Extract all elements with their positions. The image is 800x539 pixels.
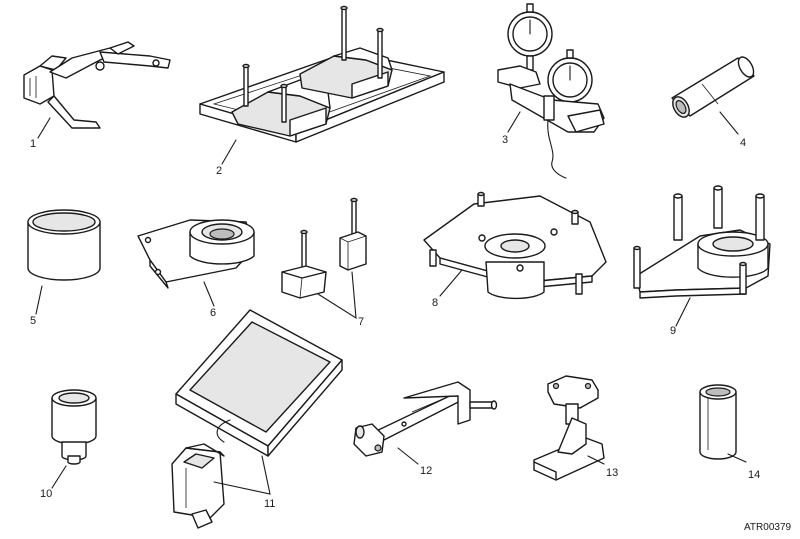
callout-2: 2 [216,165,222,177]
tool-14 [699,384,747,463]
callout-5: 5 [30,315,36,327]
tool-8 [423,191,607,300]
callout-1: 1 [30,138,36,150]
tool-1 [23,41,171,139]
callout-11: 11 [264,498,275,510]
tool-2 [199,5,445,165]
callout-14: 14 [748,469,760,481]
tool-9 [633,185,771,327]
callout-10: 10 [40,488,52,500]
tool-10 [51,389,97,489]
tool-4 [671,56,755,135]
callout-7: 7 [358,316,364,328]
tool-6 [137,219,255,307]
callout-9: 9 [670,325,676,337]
tool-3 [497,3,605,179]
tool-13 [533,375,605,481]
drawing-code: ATR00379 [744,522,792,533]
callout-13: 13 [606,467,618,479]
tool-7 [281,197,367,320]
callout-6: 6 [210,307,216,319]
callout-12: 12 [420,465,432,477]
callout-3: 3 [502,134,508,146]
tool-11 [171,309,343,529]
tool-5 [27,209,101,315]
callout-8: 8 [432,297,438,309]
tool-12 [353,381,498,465]
callout-4: 4 [740,137,746,149]
